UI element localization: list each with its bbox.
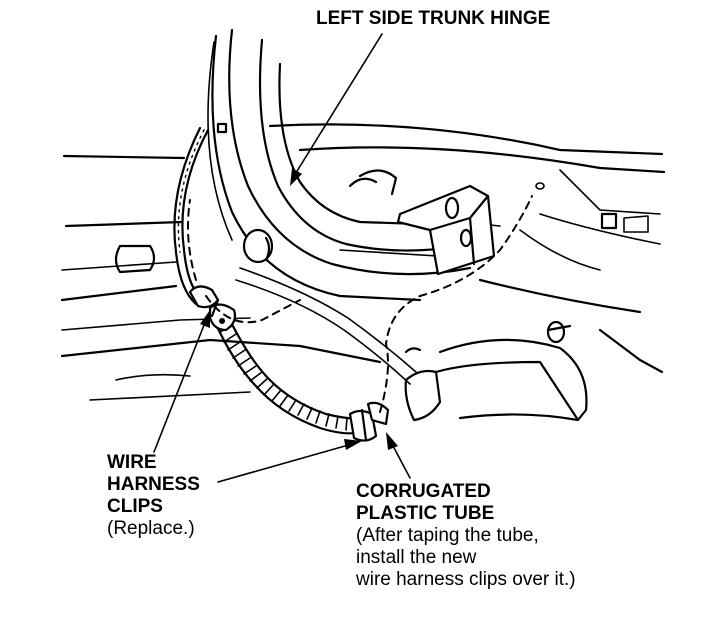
clips-label-line2: HARNESS xyxy=(107,474,200,495)
tube-label-line2: PLASTIC TUBE xyxy=(356,503,495,524)
leader-line-hinge xyxy=(290,33,383,186)
routing-dashed-line xyxy=(187,195,533,413)
harness-clip-upper xyxy=(188,285,237,332)
clips-label-line1: WIRE xyxy=(107,452,157,473)
trunk-hinge-label: LEFT SIDE TRUNK HINGE xyxy=(316,8,550,30)
latch-housing xyxy=(404,338,588,422)
leader-line-tube xyxy=(386,432,411,479)
trunk-floor-panel xyxy=(60,154,382,401)
tube-label-note1: (After taping the tube, xyxy=(356,525,539,546)
rear-body-structure xyxy=(268,123,666,374)
trunk-hinge-label-text: LEFT SIDE TRUNK HINGE xyxy=(316,8,551,29)
corrugated-tube xyxy=(212,310,366,435)
clips-label-note: (Replace.) xyxy=(107,518,195,539)
trunk-hinge-arm xyxy=(207,28,472,302)
hinge-bracket xyxy=(348,169,496,276)
harness-clip-lower xyxy=(348,401,390,442)
leader-line-clips xyxy=(153,310,362,483)
wire-harness-clips-label: WIRE HARNESS CLIPS (Replace.) xyxy=(107,452,200,540)
clips-label-line3: CLIPS xyxy=(107,496,163,517)
corrugated-tube-label: CORRUGATED PLASTIC TUBE (After taping th… xyxy=(356,481,576,591)
tube-label-note2: install the new xyxy=(356,547,477,568)
hinge-bolt xyxy=(242,182,572,344)
tube-label-line1: CORRUGATED xyxy=(356,481,491,502)
tube-label-note3: wire harness clips over it.) xyxy=(356,569,576,590)
